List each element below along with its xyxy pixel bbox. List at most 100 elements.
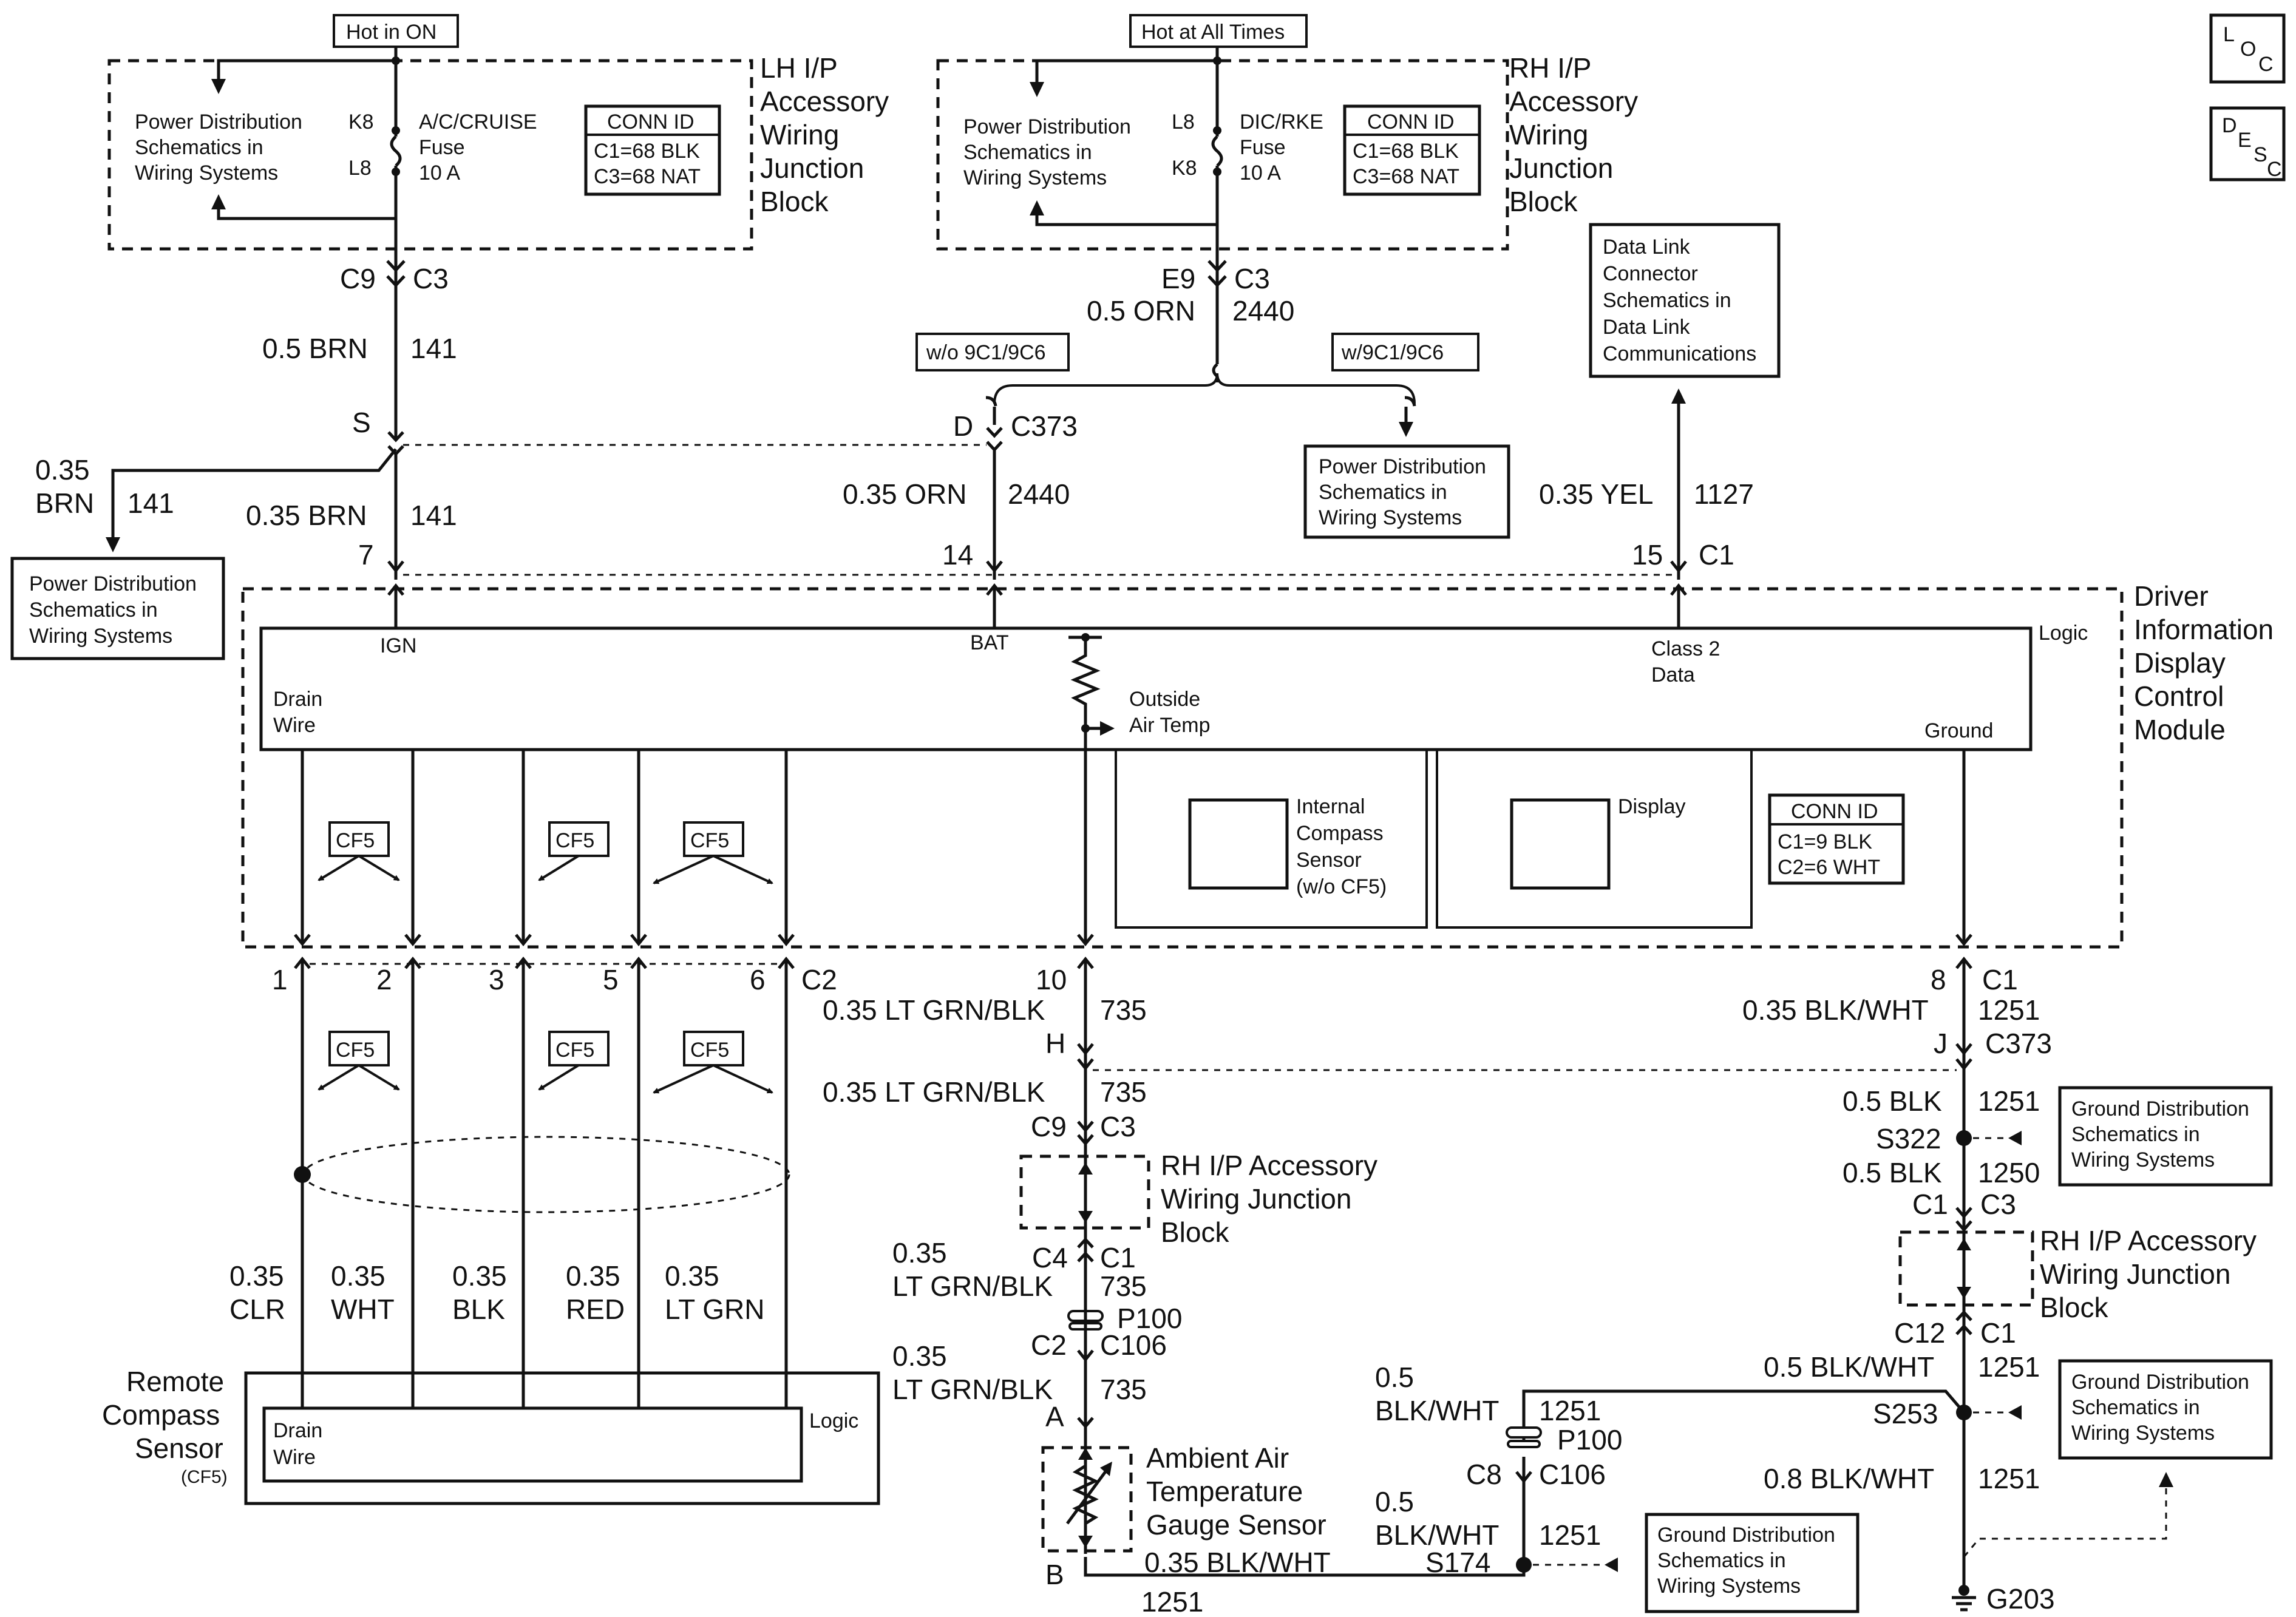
ground-branch-wire-label: 0.5 [1375, 1361, 1414, 1393]
compass-wire-color: BLK [452, 1293, 505, 1325]
dic-compass-label: Internal [1296, 795, 1365, 818]
lh-block-title: Junction [760, 152, 864, 184]
remote-compass-title: Compass [102, 1399, 220, 1431]
lh-fuse-label: Fuse [419, 136, 465, 159]
ground-c106-label: C106 [1539, 1459, 1606, 1490]
desc-badge-letter: C [2267, 158, 2282, 181]
lh-conn-id-line: C3=68 NAT [594, 165, 701, 188]
ground-circuit-number: 1251 [1978, 994, 2040, 1026]
lh-power-label: Hot in ON [346, 21, 436, 44]
temp-wire-label: 0.35 LT GRN/BLK [823, 994, 1045, 1026]
lh-conn-id-title: CONN ID [607, 110, 695, 134]
rh-fuse-label: Fuse [1240, 136, 1286, 159]
temp-c373-pin: H [1045, 1028, 1065, 1059]
cf5-tag: CF5 [336, 829, 375, 852]
dic-class2-label: Data [1651, 663, 1695, 686]
dic-bat-label: BAT [970, 631, 1009, 654]
remote-drain-label: Wire [273, 1446, 316, 1469]
bat-option-left: w/o 9C1/9C6 [926, 341, 1046, 364]
s322-ref-text: Wiring Systems [2071, 1148, 2215, 1171]
ground-s174-label: S174 [1425, 1547, 1490, 1578]
temp-p100-label: P100 [1117, 1303, 1182, 1334]
dic-module-title: Module [2134, 714, 2226, 745]
rh-block-title: RH I/P [1509, 52, 1591, 84]
rh-ref-text: Schematics in [963, 141, 1092, 164]
ign-splice-label: S [352, 407, 371, 438]
temp-return-circuit: 1251 [1141, 1586, 1203, 1617]
bat-right-ref-text: Schematics in [1319, 481, 1447, 504]
c2-pin: 5 [603, 964, 619, 995]
bat-c3-label: C3 [1234, 263, 1270, 294]
s253-ref-text: Ground Distribution [2071, 1371, 2249, 1394]
ground-wire2-label: 0.5 BLK [1843, 1085, 1942, 1117]
bat-c373-pin: D [953, 410, 973, 442]
loc-badge[interactable]: L O C [2209, 13, 2286, 84]
dic-compass-label: Compass [1296, 822, 1384, 845]
desc-badge[interactable]: D E S C [2209, 106, 2286, 181]
rh-ref-text: Wiring Systems [963, 166, 1107, 189]
ign-branch-circuit: 141 [127, 487, 174, 519]
ground-c12-pin: C12 [1894, 1317, 1945, 1349]
s174-ref-text: Ground Distribution [1657, 1524, 1835, 1547]
ign-lower-circuit: 141 [410, 500, 457, 531]
bat-right-ref-text: Power Distribution [1319, 455, 1486, 478]
bat-c373-label: C373 [1011, 410, 1078, 442]
bat-circuit-number: 2440 [1232, 295, 1294, 327]
dic-ground-label: Ground [1924, 719, 1993, 742]
data-link-ref-text: Communications [1603, 342, 1756, 365]
c2-label: C2 [801, 964, 837, 995]
rh-fuse-pin-top: L8 [1172, 110, 1195, 134]
lh-fuse-label: 10 A [419, 161, 460, 185]
dic-conn-id-line: C2=6 WHT [1778, 856, 1880, 879]
ign-lower-wire-label: 0.35 BRN [246, 500, 367, 531]
bat-lower-circuit: 2440 [1008, 478, 1070, 510]
compass-wire-size: 0.35 [452, 1260, 507, 1292]
dic-module: Logic Driver Information Display Control… [241, 580, 2274, 949]
c2-pin: 3 [489, 964, 504, 995]
cf5-tag: CF5 [555, 1039, 594, 1062]
lh-fuse-pin-bottom: L8 [348, 157, 372, 180]
temp-sensor-title: Temperature [1146, 1476, 1303, 1507]
rh-block-title: Block [1509, 186, 1578, 217]
s174-ref-text: Wiring Systems [1657, 1575, 1801, 1598]
bat-module-pin: 14 [942, 539, 973, 571]
compass-wire-size: 0.35 [229, 1260, 284, 1292]
lh-block-title: LH I/P [760, 52, 838, 84]
temp-wire3-label: LT GRN/BLK [892, 1270, 1053, 1302]
lh-ref-text: Wiring Systems [135, 161, 278, 185]
ground-branch-wire-label: BLK/WHT [1375, 1395, 1499, 1426]
ground-wire-label: 0.35 BLK/WHT [1742, 994, 1929, 1026]
remote-compass-title: Sensor [135, 1432, 223, 1464]
s322-ref-text: Schematics in [2071, 1123, 2200, 1146]
dic-outside-air-label: Outside [1129, 688, 1200, 711]
ground-s322-label: S322 [1876, 1123, 1941, 1154]
lh-junction-block: Hot in ON Power Distribution Schematics … [107, 14, 889, 251]
compass-wire-size: 0.35 [665, 1260, 719, 1292]
compass-wire-color: CLR [229, 1293, 285, 1325]
ground-c1-pin: C1 [1912, 1188, 1948, 1220]
temp-c3-label: C3 [1100, 1111, 1136, 1142]
rh-block-title: Wiring [1509, 119, 1588, 151]
cf5-tag: CF5 [555, 829, 594, 852]
s174-ref-text: Schematics in [1657, 1549, 1786, 1572]
lh-conn-id-line: C1=68 BLK [594, 140, 700, 163]
rh-fuse-label: 10 A [1240, 161, 1281, 185]
temp-sensor-title: Ambient Air [1146, 1442, 1289, 1474]
data-link-ref-text: Schematics in [1603, 289, 1731, 312]
compass-wire-color: RED [566, 1293, 625, 1325]
ign-branch-ref-text: Power Distribution [29, 572, 197, 595]
data-link-ref-text: Data Link [1603, 316, 1691, 339]
rh-fuse-label: DIC/RKE [1240, 110, 1323, 134]
rh-block-title: Junction [1509, 152, 1613, 184]
remote-logic-label: Logic [809, 1409, 858, 1432]
ign-wire-label: 0.5 BRN [262, 333, 368, 364]
ign-branch-ref-text: Schematics in [29, 598, 158, 622]
dic-module-title: Control [2134, 680, 2224, 712]
rh-conn-id-title: CONN ID [1367, 110, 1455, 134]
ign-branch-wire-label: 0.35 [35, 454, 90, 486]
data-link-ref-text: Connector [1603, 262, 1698, 285]
remote-compass-tag: (CF5) [181, 1467, 228, 1487]
ground-jb-title: Wiring Junction [2040, 1258, 2230, 1290]
rh-junction-block-top: Hot at All Times Power Distribution Sche… [936, 14, 1638, 251]
